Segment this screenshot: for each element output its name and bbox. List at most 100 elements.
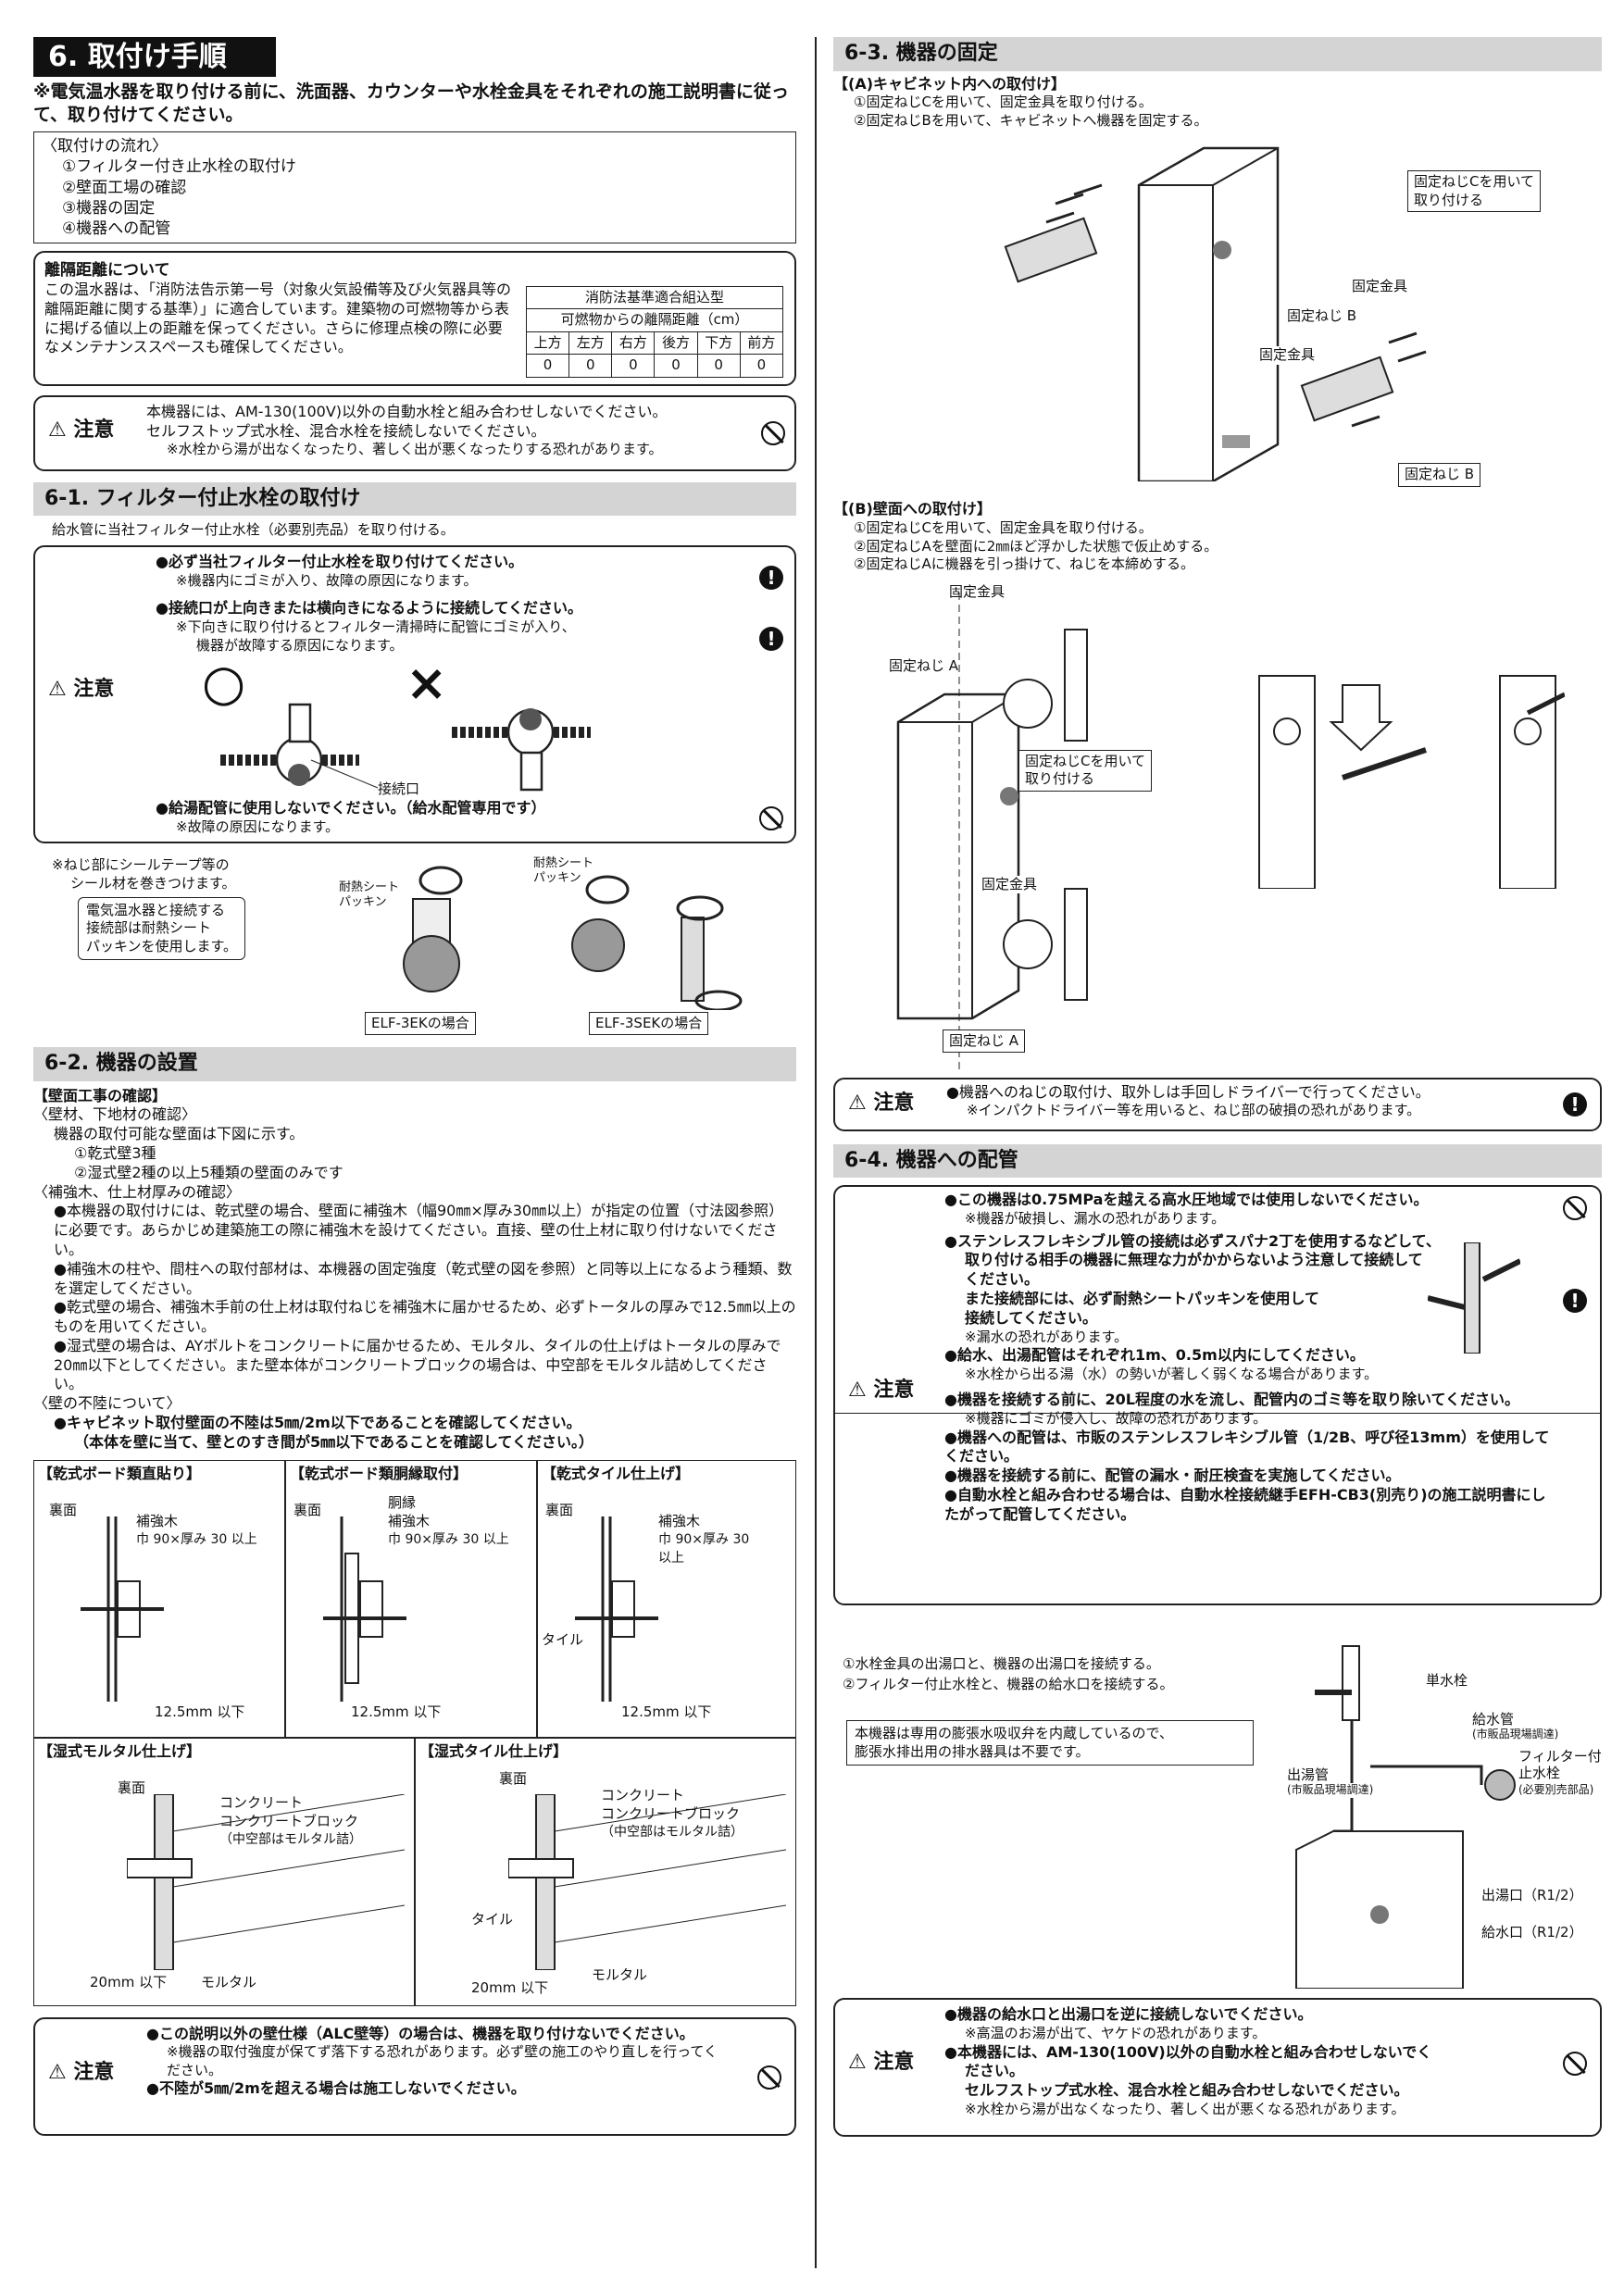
screw-b-label: 固定ねじ B bbox=[1287, 307, 1357, 326]
text-line: ●補強木の柱や、間柱への取付部材は、本機器の固定強度（乾式壁の図を参照）と同等以… bbox=[54, 1259, 793, 1297]
filter-valve-label: フィルター付 bbox=[1518, 1748, 1602, 1766]
flow-step: ④機器への配管 bbox=[62, 218, 171, 238]
reinforcement-dim: 以上 bbox=[658, 1549, 684, 1566]
caution-text: 注意 bbox=[873, 1091, 915, 1115]
panel-title: 【乾式ボード類直貼り】 bbox=[38, 1464, 202, 1482]
rear-label: 裏面 bbox=[499, 1769, 528, 1789]
caution-text: 注意 bbox=[73, 2060, 115, 2084]
table-title: 消防法基準適合組込型 bbox=[526, 285, 783, 310]
screw-a-label: 固定ねじ A bbox=[943, 1029, 1026, 1054]
bracket-label: 固定金具 bbox=[1352, 278, 1408, 296]
reinforcement-dim: 巾 90×厚み 30 bbox=[658, 1530, 750, 1548]
piping-step: ②フィルター付止水栓と、機器の給水口を接続する。 bbox=[843, 1676, 1174, 1693]
panel-title: 【湿式タイル仕上げ】 bbox=[419, 1741, 568, 1760]
flow-title: 〈取付けの流れ〉 bbox=[42, 137, 168, 156]
wall-type-diagrams: 【乾式ボード類直貼り】 裏面 補強木 巾 90×厚み 30 以上 12.5mm … bbox=[33, 1459, 796, 2006]
warning-icon: ⚠ bbox=[48, 2060, 67, 2084]
caution-box-3: ⚠ 注意 ●この説明以外の壁仕様（ALC壁等）の場合は、機器を取り付けないでくだ… bbox=[33, 2016, 796, 2136]
section-6-title: 6. 取付け手順 bbox=[33, 37, 276, 77]
caution-text: 注意 bbox=[73, 418, 115, 442]
expansion-valve-note: 本機器は専用の膨張水吸収弁を内蔵しているので、 膨張水排出用の排水器具は不要です… bbox=[846, 1720, 1254, 1766]
caution-line: 機器が故障する原因になります。 bbox=[196, 636, 404, 654]
table-head: 後方 bbox=[654, 331, 698, 356]
concrete-label: コンクリート bbox=[219, 1793, 304, 1813]
text-line: ●湿式壁の場合は、AYボルトをコンクリートに届かせるため、モルタル、タイルの仕上… bbox=[54, 1336, 781, 1393]
clearance-table: 消防法基準適合組込型 可燃物からの離隔距離（cm） 上方 左方 右方 後方 下方… bbox=[525, 285, 784, 378]
caution-line: ●本機器には、AM-130(100V)以外の自動水栓と組み合わせしないでく bbox=[944, 2042, 1432, 2061]
rear-label: 裏面 bbox=[118, 1778, 146, 1798]
mandatory-icon: ! bbox=[1563, 1092, 1587, 1117]
caution-body-2: ●給湯配管に使用しないでください。（給水配管専用です） ※故障の原因になります。 bbox=[156, 799, 545, 836]
cabinet-mount-figure: 固定ねじCを用いて 取り付ける 固定金具 固定ねじ B 固定金具 固定ねじ B bbox=[833, 130, 1602, 491]
caution-body: ●機器の給水口と出湯口を逆に接続しないでください。 ※高温のお湯が出て、ヤケドの… bbox=[944, 2005, 1555, 2118]
caution-box-1: ⚠ 注意 本機器には、AM-130(100V)以外の自動水栓と組み合わせしないで… bbox=[33, 394, 796, 471]
block-note: （中空部はモルタル詰） bbox=[601, 1823, 743, 1841]
dimension-label: 12.5mm 以下 bbox=[155, 1703, 245, 1722]
caution-line: ●自動水栓と組み合わせる場合は、自動水栓接続継手EFH-CB3(別売り)の施工説… bbox=[944, 1486, 1546, 1523]
reinforcement-label: 補強木 bbox=[658, 1512, 701, 1531]
caution-label: ⚠ 注意 bbox=[848, 1378, 914, 1404]
gasket-note-line: 電気温水器と接続する bbox=[86, 901, 226, 918]
supply-pipe-label: 給水管 bbox=[1472, 1711, 1515, 1729]
note-line: 膨張水排出用の排水器具は不要です。 bbox=[855, 1742, 1090, 1760]
caution-text: 注意 bbox=[73, 677, 115, 701]
caution-label: ⚠ 注意 bbox=[48, 2060, 114, 2087]
gasket-label: 耐熱シート bbox=[339, 880, 400, 896]
reinforcement-dim: 巾 90×厚み 30 以上 bbox=[388, 1530, 509, 1548]
warning-icon: ⚠ bbox=[848, 2051, 867, 2075]
prohibit-icon bbox=[1563, 2052, 1587, 2077]
table-cell: 0 bbox=[739, 354, 784, 378]
panel-title: 【乾式ボード類胴縁取付】 bbox=[290, 1464, 468, 1482]
dimension-label: 12.5mm 以下 bbox=[351, 1703, 442, 1722]
caution-body: ●この説明以外の壁仕様（ALC壁等）の場合は、機器を取り付けないでください。 ※… bbox=[146, 2025, 720, 2100]
connection-port-label: 接続口 bbox=[378, 780, 420, 799]
wet-wall-figure bbox=[508, 1793, 786, 1970]
text-line: ●本機器の取付けには、乾式壁の場合、壁面に補強木（幅90㎜×厚み30㎜以上）が指… bbox=[54, 1202, 784, 1258]
reinforcement-label: 補強木 bbox=[136, 1512, 179, 1531]
caution-line: ※機器の取付強度が保てず落下する恐れがあります。必ず壁の施工のやり直しを行ってく… bbox=[167, 2043, 718, 2078]
gasket-note-line: パッキンを使用します。 bbox=[86, 937, 238, 955]
caution-line: ※機器にゴミが侵入し、故障の恐れがあります。 bbox=[965, 1410, 1268, 1428]
caution-line: セルフストップ式水栓、混合水栓と組み合わせしないでください。 bbox=[965, 2081, 1409, 2100]
wall-panel-dry-furring: 【乾式ボード類胴縁取付】 裏面 胴縁 補強木 巾 90×厚み 30 以上 12.… bbox=[285, 1459, 537, 1738]
table-head: 右方 bbox=[611, 331, 656, 356]
table-subtitle: 可燃物からの離隔距離（cm） bbox=[526, 308, 783, 332]
caution-body: 本機器には、AM-130(100V)以外の自動水栓と組み合わせしないでください。… bbox=[146, 403, 668, 459]
screw-b-label: 固定ねじ B bbox=[1398, 463, 1481, 487]
cabinet-heater-drawing bbox=[1004, 147, 1427, 482]
warning-icon: ⚠ bbox=[848, 1091, 867, 1115]
caution-line: ●不陸が5㎜/2mを超える場合は施工しないでください。 bbox=[146, 2079, 526, 2098]
caution-line: ●この説明以外の壁仕様（ALC壁等）の場合は、機器を取り付けないでください。 bbox=[146, 2024, 694, 2042]
rear-label: 裏面 bbox=[294, 1501, 322, 1520]
mortar-label: モルタル bbox=[592, 1965, 648, 1985]
section-6-4-title: 6-4. 機器への配管 bbox=[833, 1143, 1602, 1179]
wall-section-figure bbox=[575, 1516, 658, 1702]
screw-a-label: 固定ねじ A bbox=[889, 656, 959, 676]
wall-heater-drawing bbox=[896, 592, 1088, 1074]
table-head: 左方 bbox=[568, 331, 613, 356]
caution-body: ●この機器は0.75MPaを越える高水圧地域では使用しないでください。 ※機器が… bbox=[944, 1191, 1555, 1524]
caution-box-2: ⚠ 注意 ●必ず当社フィルター付止水栓を取り付けてください。 ※機器内にゴミが入… bbox=[33, 544, 796, 843]
install-flow-box: 〈取付けの流れ〉 ①フィルター付き止水栓の取付け ②壁面工場の確認 ③機器の固定… bbox=[33, 131, 796, 243]
dimension-label: 20mm 以下 bbox=[90, 1973, 168, 1992]
caution-line: ●必ず当社フィルター付止水栓を取り付けてください。 bbox=[156, 552, 524, 570]
gasket-label: パッキン bbox=[533, 870, 581, 887]
table-head: 前方 bbox=[739, 331, 784, 356]
caution-line: ●機器を接続する前に、20L程度の水を流し、配管内のゴミ等を取り除いてください。 bbox=[944, 1391, 1519, 1409]
table-head: 下方 bbox=[696, 331, 741, 356]
intro-note: ※電気温水器を取り付ける前に、洗面器、カウンターや水栓金具をそれぞれの施工説明書… bbox=[33, 81, 789, 125]
caution-line: ●機器を接続する前に、配管の漏水・耐圧検査を実施してください。 bbox=[944, 1466, 1401, 1485]
column-divider bbox=[815, 37, 817, 2268]
table-cell: 0 bbox=[696, 354, 741, 378]
wall-check-text: 【壁面工事の確認】 〈壁材、下地材の確認〉 機器の取付可能な壁面は下図に示す。 … bbox=[33, 1087, 796, 1453]
caution-line: ※インパクトドライバー等を用いると、ねじ部の破損の恐れがあります。 bbox=[967, 1102, 1421, 1119]
caution-line: ※水栓から出る湯（水）の勢いが著しく弱くなる場合があります。 bbox=[965, 1365, 1379, 1382]
caution-line: ください。 bbox=[965, 1270, 1040, 1289]
text-line: 〈補強木、仕上材厚みの確認〉 bbox=[33, 1182, 242, 1201]
flow-step: ③機器の固定 bbox=[62, 198, 156, 218]
wall-panel-dry-tile: 【乾式タイル仕上げ】 裏面 補強木 巾 90×厚み 30 以上 タイル 12.5… bbox=[537, 1459, 796, 1738]
section-6-1-lead: 給水管に当社フィルター付止水栓（必要別売品）を取り付ける。 bbox=[52, 521, 455, 539]
panel-title: 【湿式モルタル仕上げ】 bbox=[38, 1741, 202, 1760]
callout-line: 取り付ける bbox=[1025, 770, 1095, 788]
caution-line: 取り付ける相手の機器に無理な力がかからないよう注意して接続して bbox=[965, 1251, 1423, 1269]
